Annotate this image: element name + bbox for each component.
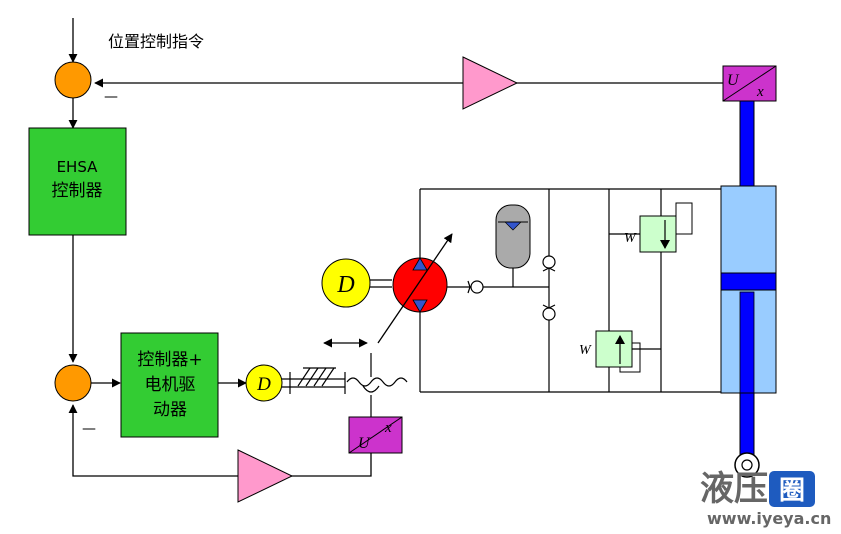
ehsa-label-line2: 控制器 xyxy=(52,181,103,201)
amplifier-bottom xyxy=(237,449,294,503)
check-valve-pump xyxy=(467,280,484,294)
summing-junction-top xyxy=(54,61,92,99)
displacement-sensor-bottom: U x xyxy=(348,395,403,454)
watermark-url: www.iyeya.cn xyxy=(707,509,831,528)
watermark: 液压 圈 www.iyeya.cn xyxy=(700,469,831,528)
driver-label-line2: 电机驱 xyxy=(145,375,196,395)
accumulator xyxy=(495,204,531,269)
check-valve-upper xyxy=(542,255,556,272)
driver-label-line3: 动器 xyxy=(153,400,187,420)
watermark-chars: 液压 xyxy=(700,469,768,509)
sensor-top-x: x xyxy=(756,84,764,100)
sensor-bottom-u: U xyxy=(358,435,371,452)
motor-small xyxy=(245,364,283,402)
watermark-badge xyxy=(769,471,815,507)
watermark-badge-char: 圈 xyxy=(779,476,805,506)
check-valve-lower xyxy=(542,304,556,321)
ehsa-controller-box xyxy=(28,127,127,236)
motor-large xyxy=(321,258,371,308)
signal-lines xyxy=(68,18,723,477)
hydraulic-pump xyxy=(377,233,453,344)
motor-small-label: D xyxy=(256,374,271,395)
driver-label-line1: 控制器+ xyxy=(137,350,202,370)
sensor-bottom-x: x xyxy=(384,420,392,436)
motor-large-label: D xyxy=(336,272,354,298)
sensor-top-u: U xyxy=(727,72,740,89)
ehsa-label-line1: EHSA xyxy=(57,158,99,176)
displacement-feedback-line xyxy=(68,404,372,477)
ball-screw xyxy=(282,353,408,394)
motor-driver-box xyxy=(120,332,219,438)
minus-sign-bottom: — xyxy=(82,421,96,437)
summing-junction-bottom xyxy=(54,364,92,402)
spring-upper: W xyxy=(624,231,637,246)
hydraulic-cylinder xyxy=(720,100,777,478)
relief-valve-lower: W xyxy=(579,330,641,373)
relief-valve-upper: W xyxy=(624,202,693,253)
command-label: 位置控制指令 xyxy=(108,32,204,51)
position-sensor-top: U x xyxy=(722,65,777,102)
spring-lower: W xyxy=(579,343,592,358)
hydraulic-circuit xyxy=(419,188,721,393)
minus-sign-top: — xyxy=(104,89,118,105)
motor-pump-coupling xyxy=(370,279,392,288)
amplifier-top xyxy=(462,56,519,110)
